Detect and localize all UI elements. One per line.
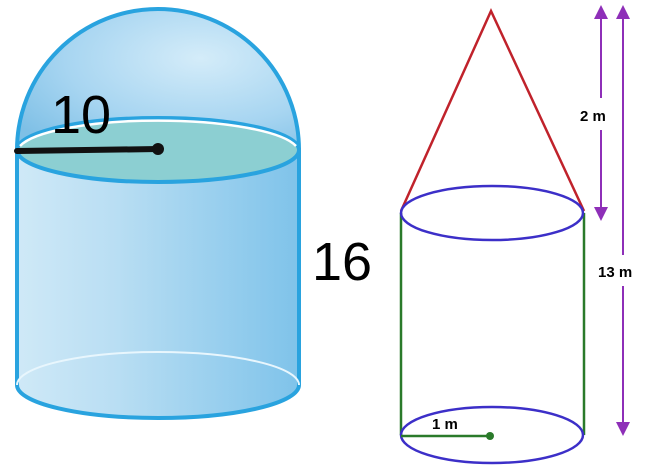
cone-height-label: 2 m bbox=[580, 108, 606, 125]
dome-cylinder-figure: 10 16 bbox=[14, 7, 372, 420]
radius-line bbox=[14, 146, 161, 154]
cylinder-top-ellipse bbox=[399, 184, 585, 242]
cylinder-bottom-back-edge bbox=[16, 351, 300, 386]
cone-cylinder-figure: 1 m 2 m 13 m bbox=[399, 5, 632, 465]
hemisphere-dome bbox=[14, 7, 302, 152]
top-face-back-highlight bbox=[19, 119, 297, 147]
cone-sides bbox=[399, 7, 586, 212]
height-label: 16 bbox=[312, 232, 372, 292]
small-center-dot bbox=[486, 432, 494, 440]
small-radius-label: 1 m bbox=[432, 416, 458, 433]
total-height-label: 13 m bbox=[598, 264, 632, 281]
cylinder-body bbox=[15, 148, 301, 420]
center-dot bbox=[152, 143, 164, 155]
radius-label: 10 bbox=[51, 85, 111, 145]
